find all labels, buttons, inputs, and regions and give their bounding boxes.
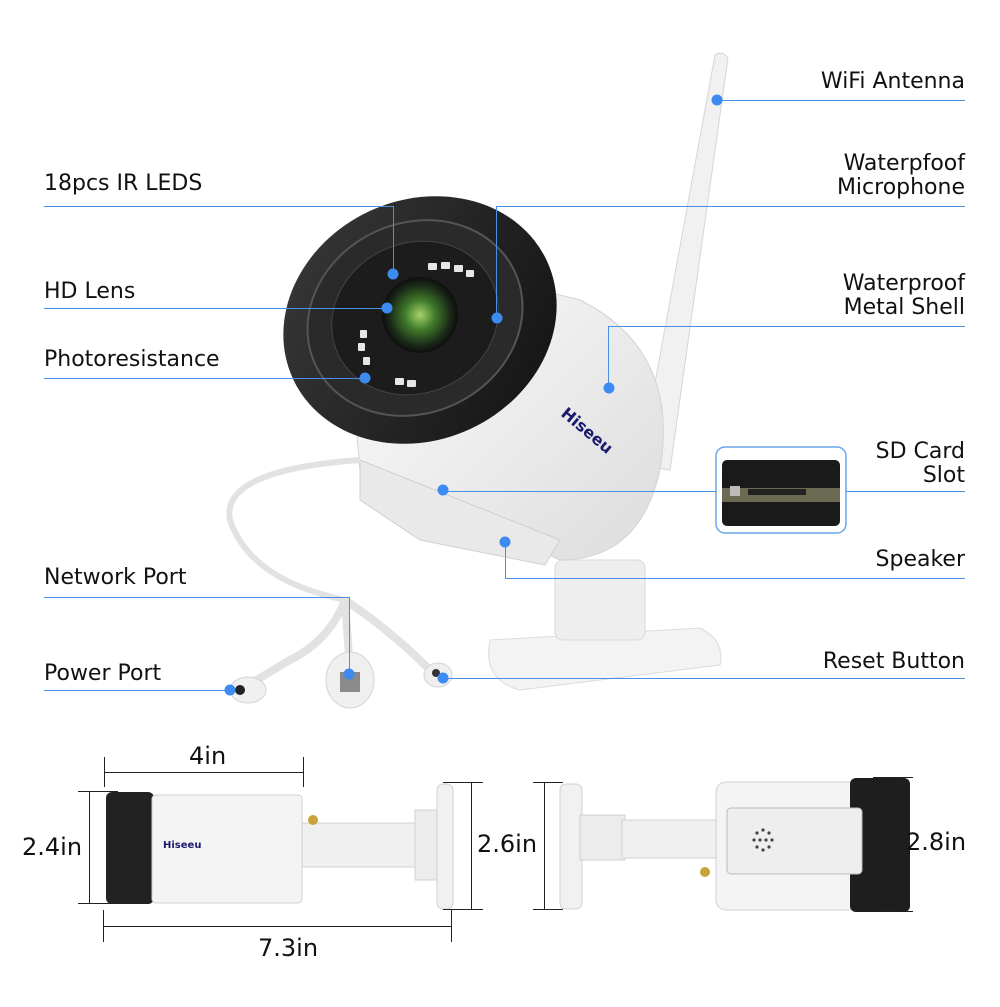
dim-line-2-8in	[902, 777, 903, 911]
callout-dot-photoresistance	[359, 372, 371, 384]
label-sd-line2: Slot	[922, 463, 965, 488]
callout-line-network-port	[44, 597, 349, 598]
brand-logo-small: Hiseeu	[163, 840, 201, 851]
callout-dot-sd	[437, 484, 449, 496]
callout-line-speaker	[505, 578, 965, 579]
callout-line-shell	[608, 326, 965, 327]
callout-dot-microphone	[491, 312, 503, 324]
dim-line-2-6in-right	[544, 782, 545, 909]
label-hd-lens: HD Lens	[44, 279, 136, 304]
callout-dot-hd-lens	[381, 302, 393, 314]
dim-label-2-6in: 2.6in	[477, 830, 538, 858]
callout-dot-shell	[603, 382, 615, 394]
callout-dot-wifi	[711, 94, 723, 106]
label-ir-leds: 18pcs IR LEDS	[44, 171, 203, 196]
callout-dot-network-port	[343, 668, 355, 680]
dim-label-7-3in: 7.3in	[258, 934, 319, 962]
label-speaker: Speaker	[875, 547, 965, 572]
label-reset-button: Reset Button	[822, 649, 965, 674]
callout-dot-reset	[437, 672, 449, 684]
label-power-port: Power Port	[44, 661, 162, 686]
callout-line-photoresistance	[44, 378, 365, 379]
callout-line-wifi	[717, 100, 965, 101]
dim-line-4in	[104, 772, 304, 773]
callout-line-reset	[443, 678, 965, 679]
callout-line-microphone	[496, 206, 965, 207]
label-shell-line1: Waterproof	[842, 271, 965, 296]
callout-dot-ir-leds	[387, 268, 399, 280]
dim-label-4in: 4in	[189, 742, 227, 770]
callout-dot-speaker	[499, 536, 511, 548]
label-shell-line2: Metal Shell	[843, 295, 965, 320]
dim-line-7-3in	[103, 926, 452, 927]
callout-line-ir-leds	[44, 206, 393, 207]
callout-line-power-port	[44, 690, 230, 691]
callout-line-hd-lens	[44, 308, 387, 309]
label-microphone-line1: Waterpfoof	[843, 151, 965, 176]
label-wifi-antenna: WiFi Antenna	[820, 69, 965, 94]
antenna-shape	[639, 52, 729, 471]
label-sd-line1: SD Card	[875, 439, 965, 464]
label-microphone-line2: Microphone	[836, 175, 965, 200]
dim-line-2-6in	[471, 782, 472, 909]
dim-label-2-4in: 2.4in	[22, 833, 83, 861]
dim-line-2-4in	[89, 791, 90, 903]
dim-label-2-8in: 2.8in	[906, 828, 967, 856]
callout-dot-power-port	[224, 684, 236, 696]
callout-line-sd	[443, 491, 716, 492]
label-photoresistance: Photoresistance	[44, 347, 220, 372]
label-network-port: Network Port	[44, 565, 187, 590]
